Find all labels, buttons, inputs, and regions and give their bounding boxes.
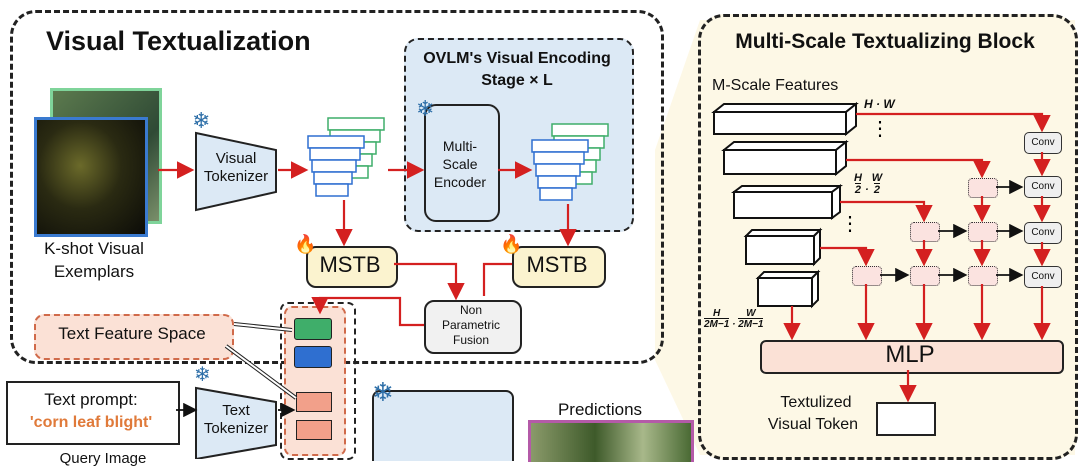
fusion-label-line2: Parametric (441, 318, 500, 332)
m-scale-features-label: M-Scale Features (712, 77, 839, 94)
green-token (294, 318, 332, 340)
visual-tokenizer-line2: Tokenizer (203, 168, 269, 185)
textulized-token-box (876, 402, 936, 436)
exemplar-image-front (34, 117, 148, 237)
dim-bot-2m-w: 2M−1 (738, 318, 764, 330)
output-label-line1: Textulized (780, 394, 852, 411)
fusion-label-line3: Fusion (452, 333, 490, 347)
encoder-label-line2: Scale (442, 156, 478, 172)
mstb-left-box (306, 246, 398, 288)
fusion-label-line1: Non (459, 303, 482, 317)
dim-bot-2m: 2M−1 (704, 318, 730, 330)
exemplars-label-line2: Exemplars (53, 262, 135, 281)
mstb-right-box (512, 246, 606, 288)
dim-mid-2i-w: 2 (873, 183, 880, 196)
text-tokenizer-line1: Text (222, 402, 250, 419)
model-snowflake-icon: ❄ (372, 377, 394, 407)
multi-scale-encoder-box (424, 104, 500, 222)
dim-mid-2i: 2 (854, 183, 862, 196)
encoder-label-line3: Encoder (433, 174, 487, 190)
dim-top-label: H · W (864, 97, 895, 111)
text-prompt-box (6, 381, 180, 445)
blue-token (294, 346, 332, 368)
dim-bot-h: H (713, 308, 721, 319)
pink-token-1 (296, 392, 332, 412)
mstb-left-label: MSTB (319, 252, 381, 277)
text-prompt-line1: Text prompt: (44, 390, 138, 409)
dim-mid-h: H (854, 172, 862, 184)
dim-bot-w: W (746, 308, 756, 319)
fire-icon-right: 🔥 (500, 234, 523, 254)
mstb-block-title: Multi-Scale Textualizing Block (735, 30, 1035, 53)
mstb-right-label: MSTB (526, 252, 588, 277)
fire-icon-left: 🔥 (294, 234, 317, 254)
exemplars-label-line1: K-shot Visual (44, 239, 144, 258)
model-box (372, 390, 514, 461)
fusion-box (424, 300, 522, 354)
predictions-image (528, 420, 694, 462)
visual-tokenizer-line1: Visual (215, 150, 257, 167)
encoder-snowflake-icon: ❄ (416, 96, 435, 121)
encoder-label-line1: Multi- (442, 138, 478, 154)
svg-text:⋮: ⋮ (870, 118, 890, 140)
ovlm-title-line2: Stage × L (481, 72, 553, 89)
text-feature-space-label: Text Feature Space (58, 324, 206, 343)
text-tokenizer-line2: Tokenizer (203, 420, 269, 437)
conv-box-2: Conv (1024, 176, 1062, 198)
svg-text:⋮: ⋮ (840, 213, 860, 235)
mlp-box (760, 340, 1064, 374)
mlp-label: MLP (885, 341, 935, 368)
ovlm-title-line1: OVLM's Visual Encoding (423, 50, 611, 67)
text-tokenizer-snowflake-icon: ❄ (194, 364, 211, 386)
pink-token-2 (296, 420, 332, 440)
dim-mid-w: W (871, 172, 883, 184)
text-feature-space-box (34, 314, 234, 360)
text-prompt-line2: 'corn leaf blight' (29, 414, 153, 431)
snowflake-icon: ❄ (192, 108, 211, 133)
visual-textualization-title: Visual Textualization (46, 26, 311, 56)
output-label-line2: Visual Token (767, 416, 859, 433)
predictions-label: Predictions (557, 400, 643, 419)
